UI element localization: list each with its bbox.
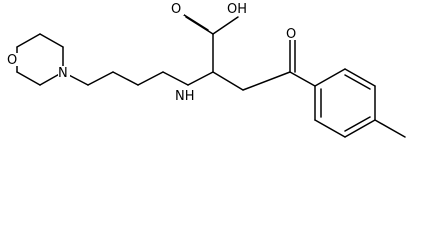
bond	[314, 68, 346, 87]
ethyl-linker	[62, 71, 189, 86]
bond	[374, 119, 406, 138]
bond	[137, 71, 164, 86]
backbone	[187, 33, 291, 91]
molecule-structure: O N NH O OH O	[6, 2, 406, 138]
ketone	[289, 39, 316, 87]
bond	[289, 71, 316, 87]
atom-labels: O N NH O OH O	[6, 2, 299, 104]
morpholine-nitrogen-label: N	[58, 66, 68, 81]
morpholine-ring	[16, 33, 64, 86]
bond	[162, 71, 189, 86]
bond	[344, 68, 376, 87]
bond	[87, 71, 114, 86]
ketone-oxygen-label: O	[286, 27, 296, 42]
bond	[16, 71, 41, 86]
bond	[344, 74, 371, 90]
bond	[112, 71, 139, 86]
hydroxyl-label: OH	[227, 2, 247, 17]
tolyl-ring	[314, 68, 406, 138]
bond	[212, 71, 244, 91]
morpholine-oxygen-label: O	[7, 53, 17, 68]
bond	[187, 71, 214, 86]
bond	[242, 71, 291, 91]
bond	[344, 116, 371, 132]
bond	[39, 33, 64, 48]
bond	[314, 119, 346, 138]
carboxyl-oxygen-label: O	[171, 2, 181, 17]
bond	[180, 12, 209, 31]
carboxylic-acid	[180, 12, 239, 35]
bond	[16, 33, 41, 48]
amine-nh-label: NH	[175, 89, 195, 104]
bond	[344, 119, 376, 138]
bond	[212, 16, 239, 35]
